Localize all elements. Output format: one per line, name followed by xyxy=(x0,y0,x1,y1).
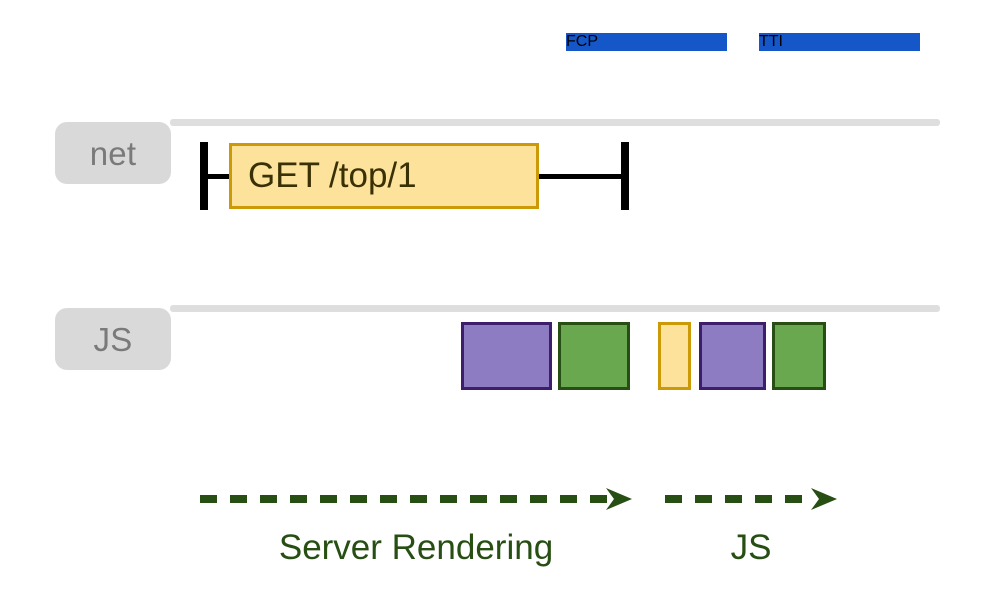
js-task-block[interactable] xyxy=(699,322,766,390)
request-end-tick xyxy=(621,142,629,210)
row-label-js-text: JS xyxy=(93,320,133,358)
request-end-connector xyxy=(539,174,621,179)
js-task-block[interactable] xyxy=(558,322,630,390)
row-label-net-text: net xyxy=(89,134,137,172)
marker-label-tti: TTI xyxy=(759,33,783,50)
network-request-bar[interactable]: GET /top/1 xyxy=(229,143,539,209)
row-label-js: JS xyxy=(55,308,171,370)
js-task-block[interactable] xyxy=(658,322,691,390)
track-line-net xyxy=(170,119,940,126)
phase-arrow-server-rendering xyxy=(200,488,632,510)
phase-label-js: JS xyxy=(730,528,772,567)
track-line-js xyxy=(170,305,940,312)
network-request-label: GET /top/1 xyxy=(248,156,417,195)
phase-label-server-rendering: Server Rendering xyxy=(278,528,554,567)
js-task-block[interactable] xyxy=(772,322,826,390)
request-start-tick xyxy=(200,142,208,210)
phase-arrow-js xyxy=(665,488,837,510)
marker-label-fcp: FCP xyxy=(566,33,598,50)
row-label-net: net xyxy=(55,122,171,184)
request-start-connector xyxy=(208,174,229,179)
marker-badge-fcp[interactable]: FCP xyxy=(566,33,727,51)
js-task-block[interactable] xyxy=(461,322,552,390)
marker-badge-tti[interactable]: TTI xyxy=(759,33,920,51)
